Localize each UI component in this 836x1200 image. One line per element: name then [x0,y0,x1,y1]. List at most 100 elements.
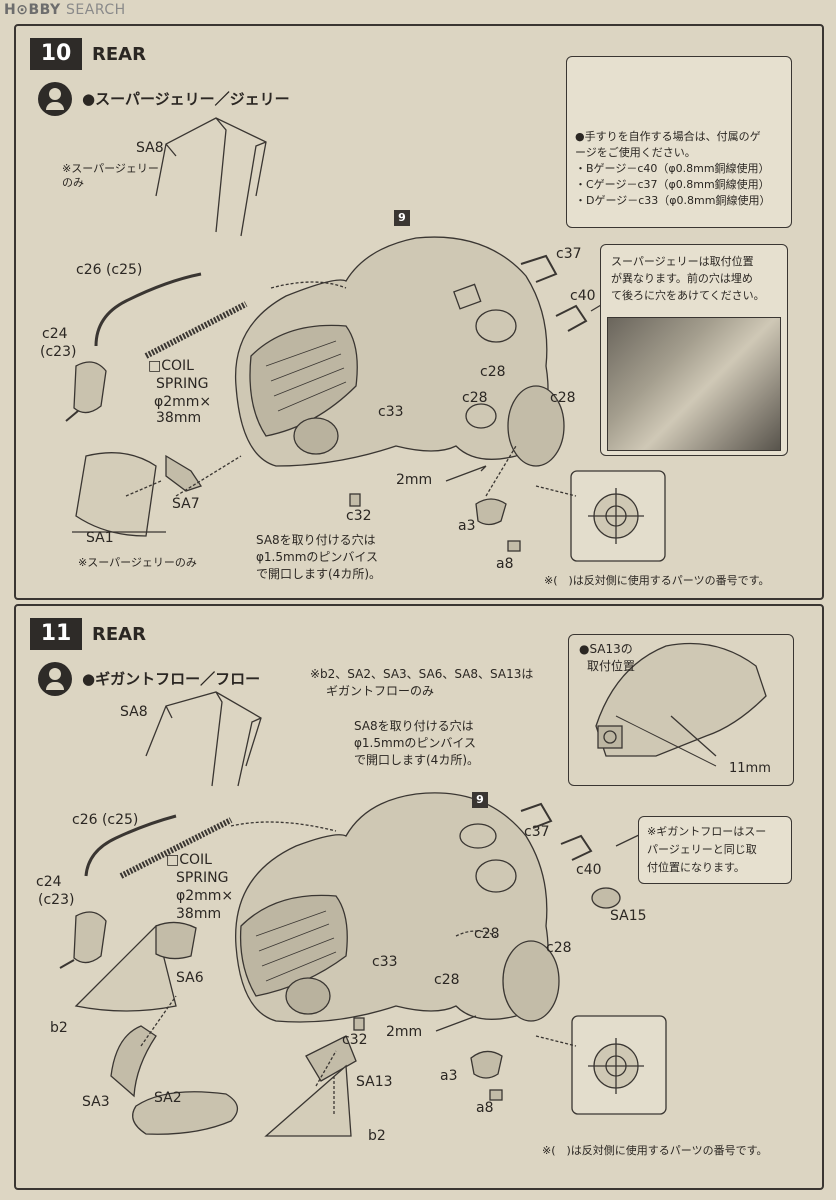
step-10-variant: ●スーパージェリー／ジェリー [82,90,290,108]
step-10-illustration [65,70,732,562]
person-icon [38,82,72,116]
gauge-note-line-1: ●手すりを自作する場合は、付属のゲ [575,130,761,143]
step-10-number: 10 [30,38,82,70]
label-a8-11: a8 [476,1100,494,1116]
label-b2-a: b2 [50,1020,68,1036]
position-note: スーパージェリーは取付位置 が異なります。前の穴は埋め て後ろに穴をあけてくださ… [611,253,765,304]
sa13-position-callout: ●SA13の 取付位置 11mm [568,634,794,786]
hobby-search-logo: H⊙BBY SEARCH [4,2,126,18]
label-11mm: 11mm [729,761,771,776]
drill-note-line-3: で開口します(4カ所)。 [256,567,381,581]
label-c37: c37 [556,246,582,262]
step-10-footnote: ※( )は反対側に使用するパーツの番号です。 [544,574,770,587]
sa8-handrail-shape-11 [145,691,262,787]
label-coil-1: □COIL [148,358,194,374]
step-11-title: REAR [92,624,146,645]
label-sa8: SA8 [136,140,164,156]
label-sa2: SA2 [154,1090,182,1106]
drill-note-11: SA8を取り付ける穴は φ1.5mmのピンバイス で開口します(4カ所)。 [354,718,479,769]
position-note-line-1: スーパージェリーは取付位置 [611,255,754,268]
position-note-line-2: が異なります。前の穴は埋め [611,272,753,285]
step-10-part-number: 9 [394,210,410,226]
label-c32-11: c32 [342,1032,368,1048]
gauge-note-line-2: ージをご使用ください。 [575,146,696,159]
label-c37-11: c37 [524,824,550,840]
gauge-note-line-5: ・Dゲージ－c33（φ0.8mm銅線使用） [575,194,771,207]
label-coil-11-4: 38mm [176,906,222,922]
label-c26: c26 (c25) [76,262,143,278]
label-c40-11: c40 [576,862,602,878]
label-2mm: 2mm [396,472,433,488]
label-c24: c24 [42,326,68,342]
label-c28-a: c28 [480,364,506,380]
label-sa1: SA1 [86,530,114,546]
label-a8: a8 [496,556,514,572]
label-c24-11: c24 [36,874,62,890]
label-coil-11-1: □COIL [166,852,212,868]
drill-note-11-line-1: SA8を取り付ける穴は [354,719,474,733]
coil-spring-shape-11 [119,817,233,879]
step-10-title: REAR [92,44,146,65]
step-11-footnote: ※( )は反対側に使用するパーツの番号です。 [542,1144,768,1157]
label-c28-11-c: c28 [434,972,460,988]
drill-note-11-line-3: で開口します(4カ所)。 [354,753,479,767]
sa13-note: ●SA13の 取付位置 [579,641,635,675]
label-c28-c: c28 [550,390,576,406]
position-callout-11: ※ギガントフローはスー パージェリーと同じ取 付位置になります。 [638,816,792,884]
sa13-note-line-2: 取付位置 [587,659,636,673]
step-10-panel: 10 REAR ●スーパージェリー／ジェリー 9 SA8 ※スーパージェリー の… [14,24,824,600]
position-callout: スーパージェリーは取付位置 が異なります。前の穴は埋め て後ろに穴をあけてくださ… [600,244,788,456]
step-11-variant: ●ギガントフロー／フロー [82,670,261,688]
parts-note: ※b2、SA2、SA3、SA6、SA8、SA13は ギガントフローのみ [310,666,533,700]
step-11-panel: 11 REAR ●ギガントフロー／フロー ※b2、SA2、SA3、SA6、SA8… [14,604,824,1190]
label-c28-11-b: c28 [546,940,572,956]
label-sa13: SA13 [356,1074,393,1090]
drill-note: SA8を取り付ける穴は φ1.5mmのピンバイス で開口します(4カ所)。 [256,532,381,583]
position-note-11-line-2: パージェリーと同じ取 [647,843,757,856]
label-coil-4: 38mm [156,410,202,426]
label-2mm-11: 2mm [386,1024,423,1040]
logo-search-text: SEARCH [66,2,126,18]
person-icon-11 [38,662,72,696]
label-coil-2: SPRING [156,376,209,392]
sa8-handrail-shape [155,117,267,237]
position-photo [607,317,781,451]
label-c33: c33 [378,404,404,420]
gauge-callout: ●手すりを自作する場合は、付属のゲ ージをご使用ください。 ・Bゲージ－c40（… [566,56,792,228]
label-c23: (c23) [40,344,77,360]
label-c28-b: c28 [462,390,488,406]
label-c28-11-a: c28 [474,926,500,942]
label-sa6: SA6 [176,970,204,986]
label-c40: c40 [570,288,596,304]
step-11-part-number: 9 [472,792,488,808]
sa13-note-line-1: ●SA13の [579,642,633,656]
drill-note-line-2: φ1.5mmのピンバイス [256,550,379,564]
label-b2-b: b2 [368,1128,386,1144]
gauge-note-line-4: ・Cゲージ－c37（φ0.8mm銅線使用） [575,178,770,191]
drill-note-11-line-2: φ1.5mmのピンバイス [354,736,477,750]
label-a3: a3 [458,518,476,534]
parts-note-line-1: ※b2、SA2、SA3、SA6、SA8、SA13は [310,667,534,681]
label-c33-11: c33 [372,954,398,970]
gauge-note-line-3: ・Bゲージ－c40（φ0.8mm銅線使用） [575,162,770,175]
label-coil-3: φ2mm× [154,394,212,410]
label-sa8-11: SA8 [120,704,148,720]
position-note-11-line-1: ※ギガントフローはスー [647,825,767,838]
label-sa15: SA15 [610,908,647,924]
label-c26-11: c26 (c25) [72,812,139,828]
label-sa1-note: ※スーパージェリーのみ [78,556,197,569]
position-note-line-3: て後ろに穴をあけてください。 [611,289,765,302]
drill-note-line-1: SA8を取り付ける穴は [256,533,376,547]
label-coil-11-2: SPRING [176,870,229,886]
step-11-number: 11 [30,618,82,650]
position-note-11: ※ギガントフローはスー パージェリーと同じ取 付位置になります。 [647,823,766,877]
parts-note-line-2: ギガントフローのみ [326,684,435,698]
label-c23-11: (c23) [38,892,75,908]
label-a3-11: a3 [440,1068,458,1084]
logo-hobby-text: H⊙BBY [4,2,61,18]
label-sa3: SA3 [82,1094,110,1110]
label-coil-11-3: φ2mm× [176,888,234,904]
step-11-illustration [59,642,767,1137]
label-c32: c32 [346,508,372,524]
label-sa7: SA7 [172,496,200,512]
